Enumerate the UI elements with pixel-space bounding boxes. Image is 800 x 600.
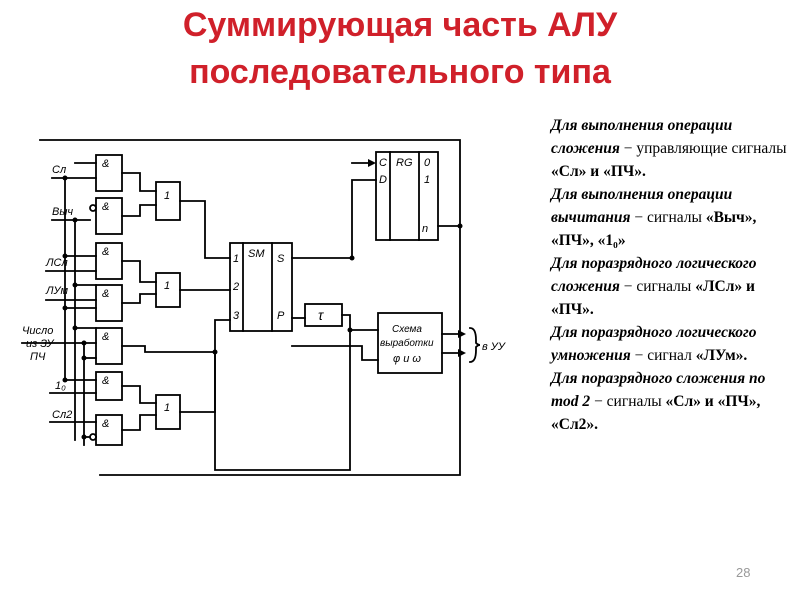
- note-signals: «Сл» и «ПЧ», «Сл2».: [551, 393, 761, 433]
- note-rest: − сигналы: [619, 278, 696, 295]
- or-gate-2: 1: [155, 272, 181, 308]
- input-label-number-2: из ЗУ: [26, 338, 55, 350]
- scheme-line-1: Схема: [392, 324, 422, 335]
- note-item: Для поразрядного логического сложения − …: [551, 252, 791, 321]
- note-signals: «Сл» и «ПЧ».: [551, 163, 646, 180]
- or-gate-label: 1: [164, 402, 170, 414]
- adder-input-3: 3: [233, 310, 240, 322]
- or-gate-label: 1: [164, 280, 170, 292]
- and-gate-label: &: [102, 418, 109, 430]
- input-label-pch: ПЧ: [30, 351, 46, 363]
- note-item: Для поразрядного сложения по mod 2 − сиг…: [551, 367, 791, 436]
- phi-omega-scheme: Схема выработки φ и ω: [377, 312, 443, 374]
- note-item: Для выполнения операции сложения − управ…: [551, 114, 791, 183]
- and-gate-label: &: [102, 246, 109, 258]
- and-gate-label: &: [102, 375, 109, 387]
- input-label-sl: Сл: [52, 164, 66, 176]
- and-gate-1: &: [95, 154, 123, 192]
- scheme-line-2: выработки: [380, 337, 434, 349]
- slide-title: Суммирующая часть АЛУ последовательного …: [0, 2, 800, 96]
- and-gate-2: &: [89, 197, 123, 235]
- adder-sm: SM 1 2 3 S P: [229, 242, 293, 332]
- register-rg: C D RG 0 1 n: [375, 151, 439, 241]
- adder-input-2: 2: [232, 281, 239, 293]
- input-label-sl2: Сл2: [52, 409, 72, 421]
- note-rest: − сигнал: [630, 347, 696, 364]
- register-input-c: C: [379, 157, 387, 169]
- delay-label: τ: [318, 307, 324, 323]
- or-gate-3: 1: [155, 394, 181, 430]
- scheme-line-3: φ и ω: [393, 353, 421, 365]
- note-rest: − управляющие сигналы: [619, 140, 787, 157]
- input-label-lsl: ЛСл: [45, 257, 68, 269]
- adder-output-s: S: [277, 253, 285, 265]
- and-gate-label: &: [102, 201, 109, 213]
- adder-title: SM: [248, 248, 265, 260]
- output-label: в УУ: [482, 341, 506, 353]
- title-line-1: Суммирующая часть АЛУ: [182, 6, 618, 44]
- note-lead: Для выполнения операции сложения: [551, 117, 733, 157]
- register-title: RG: [396, 157, 413, 169]
- adder-input-1: 1: [233, 253, 239, 265]
- note-signals: «Выч», «ПЧ», «1₀»: [551, 209, 757, 249]
- note-item: Для поразрядного логического умножения −…: [551, 321, 791, 367]
- input-label-one-zero: 1₀: [55, 380, 66, 392]
- note-lead: Для выполнения операции вычитания: [551, 186, 733, 226]
- or-gate-1: 1: [155, 181, 181, 221]
- input-label-lum: ЛУм: [45, 285, 68, 297]
- delay-element: τ: [304, 303, 343, 327]
- input-label-vych: Выч: [52, 206, 73, 218]
- note-signals: «ЛУм».: [695, 347, 748, 364]
- note-signals: «ЛСл» и «ПЧ».: [551, 278, 755, 318]
- and-gate-4: &: [95, 284, 123, 322]
- note-rest: − сигналы: [630, 209, 706, 226]
- page-number: 28: [736, 565, 751, 580]
- note-item: Для выполнения операции вычитания − сигн…: [551, 183, 791, 252]
- note-lead: Для поразрядного логического умножения: [551, 324, 757, 364]
- or-gate-label: 1: [164, 190, 170, 202]
- and-gate-label: &: [102, 158, 109, 170]
- and-gate-5: &: [95, 327, 123, 365]
- register-output-1: 1: [424, 174, 430, 186]
- register-input-d: D: [379, 174, 387, 186]
- note-lead: Для поразрядного сложения по mod 2: [551, 370, 766, 410]
- register-output-n: n: [422, 223, 428, 235]
- adder-output-p: P: [277, 310, 285, 322]
- and-gate-3: &: [95, 242, 123, 280]
- and-gate-6: &: [95, 371, 123, 401]
- title-line-2: последовательного типа: [189, 53, 611, 91]
- and-gate-7: &: [89, 414, 123, 446]
- and-gate-label: &: [102, 331, 109, 343]
- note-lead: Для поразрядного логического сложения: [551, 255, 757, 295]
- input-label-number-1: Число: [22, 325, 53, 337]
- note-rest: − сигналы: [590, 393, 666, 410]
- register-output-0: 0: [424, 157, 431, 169]
- explanation-notes: Для выполнения операции сложения − управ…: [551, 114, 791, 436]
- and-gate-label: &: [102, 288, 109, 300]
